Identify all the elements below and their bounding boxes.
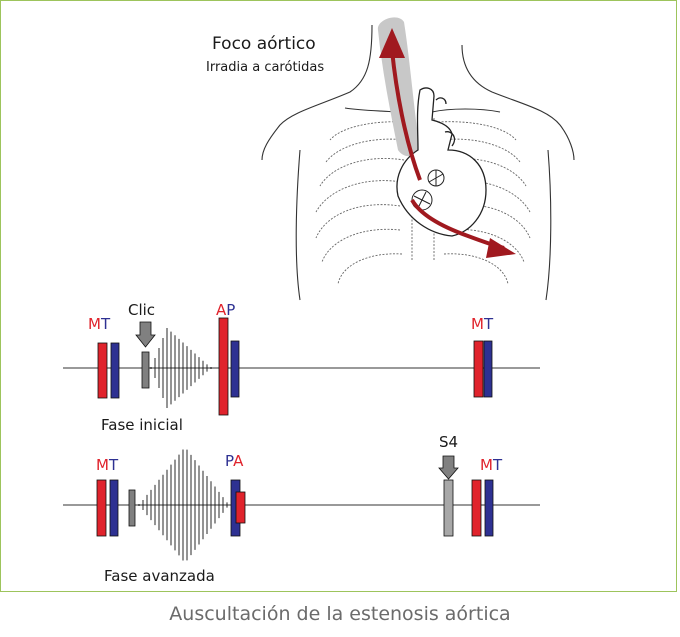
diamond-murmur-late — [138, 449, 228, 561]
s4-bar — [443, 479, 454, 537]
p2-s4-label: S4 — [439, 433, 459, 451]
torso-illustration — [261, 24, 575, 301]
p1-mt-label: MT — [88, 315, 110, 333]
s4-arrow-icon — [438, 455, 459, 480]
s1-tricuspid-bar-p2-2 — [484, 479, 494, 537]
s1-mitral-bar-p2 — [96, 479, 107, 537]
phase1-timeline — [63, 317, 540, 416]
p2-pa-p: P — [225, 452, 234, 470]
p2-mt2-label: MT — [480, 456, 502, 474]
p2-pa-a: A — [233, 452, 244, 470]
crescendo-murmur-early — [150, 328, 212, 408]
click-arrow-icon — [135, 321, 156, 348]
s1-tricuspid-bar-2 — [483, 340, 493, 398]
p2-pa-label: PA — [225, 452, 243, 470]
p2-mt2-t: T — [492, 456, 503, 474]
s1-mitral-bar — [97, 342, 108, 399]
p1-ap-a: A — [216, 301, 227, 319]
p2-mt-t: T — [108, 456, 119, 474]
s1-tricuspid-bar-p2 — [109, 479, 119, 537]
phase2-timeline — [63, 449, 540, 561]
p1-mt2-m: M — [471, 315, 484, 333]
p2-mt-label: MT — [96, 456, 118, 474]
p1-mt2-t: T — [483, 315, 494, 333]
p2-mt-m: M — [96, 456, 109, 474]
carotid-highlight — [377, 17, 420, 157]
s1-mitral-bar-2 — [473, 340, 484, 398]
phase2-label: Fase avanzada — [104, 567, 215, 585]
arrowhead-up-icon — [379, 28, 405, 58]
p1-ap-label: AP — [216, 301, 235, 319]
p2-pulmonary-bar — [230, 340, 240, 398]
a2-aortic-bar — [218, 317, 229, 416]
focus-subtitle: Irradia a carótidas — [206, 60, 325, 75]
figure-frame — [0, 0, 677, 592]
s1-mitral-bar-p2-2 — [471, 479, 482, 537]
p1-ap-p: P — [226, 301, 236, 319]
figure-caption: Auscultación de la estenosis aórtica — [169, 603, 511, 625]
click-bar-p2 — [128, 489, 136, 527]
focus-title: Foco aórtico — [212, 34, 316, 54]
p2-mt2-m: M — [480, 456, 493, 474]
p1-click-label: Clic — [128, 301, 156, 319]
click-bar — [141, 351, 150, 389]
s1-tricuspid-bar — [110, 342, 120, 399]
a2-aortic-bar-p2 — [235, 491, 246, 524]
p1-mt-m: M — [88, 315, 101, 333]
arrowhead-right-icon — [486, 238, 516, 258]
p1-mt2-label: MT — [471, 315, 493, 333]
phase1-label: Fase inicial — [101, 416, 183, 434]
p1-mt-t: T — [100, 315, 111, 333]
